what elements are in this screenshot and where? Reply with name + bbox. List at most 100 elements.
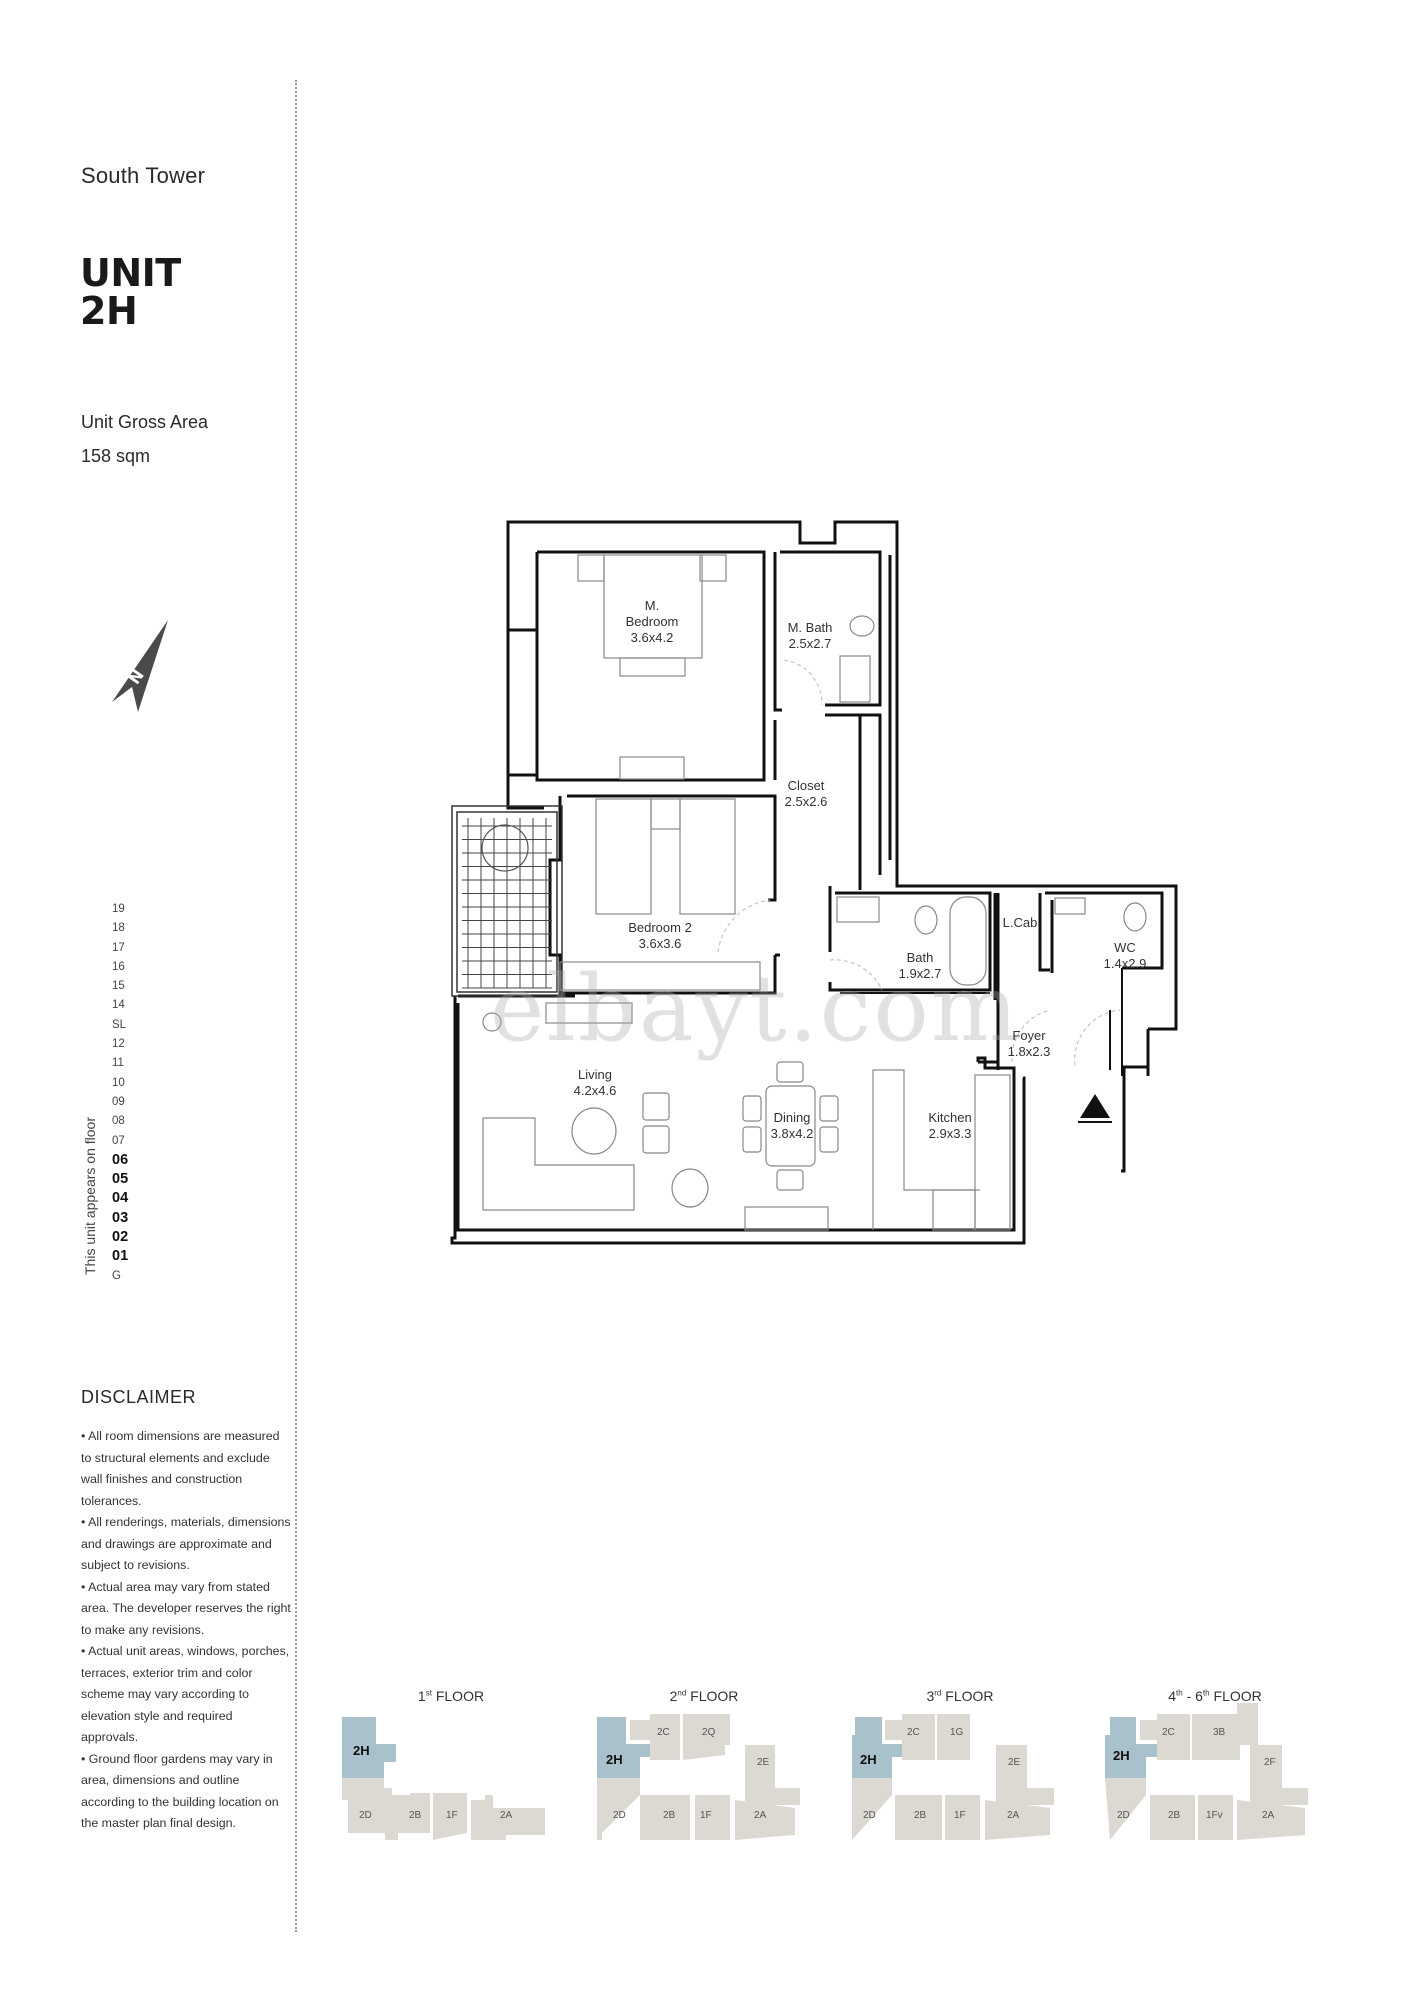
- room-dims: 1.8x2.3: [1007, 1044, 1051, 1059]
- floor-item: G: [112, 1269, 121, 1282]
- floor-ordinal: st: [425, 1688, 432, 1698]
- room-name: Living: [578, 1067, 612, 1082]
- room-name: M.: [644, 598, 660, 613]
- keyplan-4-unit: 3B: [1213, 1727, 1226, 1738]
- disclaimer-item: • All room dimensions are measured to st…: [81, 1429, 280, 1508]
- room-dining: Dining 3.8x4.2: [752, 1110, 832, 1142]
- floor-item: 19: [112, 903, 125, 915]
- keyplan-3: [852, 1714, 1054, 1840]
- room-foyer: Foyer 1.8x2.3: [994, 1028, 1064, 1060]
- entry-arrow-icon: [1080, 1094, 1110, 1118]
- floor-item: 07: [112, 1134, 125, 1147]
- keyplan-1-unit: 1F: [446, 1810, 458, 1821]
- room-dims: 3.6x3.6: [638, 936, 682, 951]
- keyplan-3-unit: 2B: [914, 1810, 927, 1821]
- floor-suffix: FLOOR: [686, 1688, 739, 1704]
- room-closet: Closet 2.5x2.6: [766, 778, 846, 810]
- disclaimer-item: • All renderings, materials, dimensions …: [81, 1515, 291, 1572]
- floor-item: 06: [112, 1151, 129, 1168]
- room-name: Bath: [906, 950, 934, 965]
- room-name: Foyer: [1012, 1028, 1046, 1043]
- keyplan-2-unit: 2D: [613, 1810, 626, 1821]
- room-m-bedroom: M. Bedroom 3.6x4.2: [612, 598, 692, 646]
- keyplan-2-unit: 1F: [700, 1810, 712, 1821]
- keyplan-3-unit: 2A: [1007, 1810, 1020, 1821]
- room-bedroom-2: Bedroom 2 3.6x3.6: [610, 920, 710, 952]
- room-name: Dining: [773, 1110, 811, 1125]
- keyplan-3-unit: 1F: [954, 1810, 966, 1821]
- floor-suffix: FLOOR: [1209, 1688, 1262, 1704]
- floor-number: 3: [926, 1688, 935, 1704]
- room-name: Closet: [787, 778, 825, 793]
- floor-suffix: FLOOR: [941, 1688, 994, 1704]
- unit-title-line2: 2H: [80, 289, 138, 333]
- floor-item: 02: [112, 1229, 129, 1246]
- room-dims: 1.4x2.9: [1103, 956, 1147, 971]
- floor-item: 14: [112, 999, 125, 1012]
- floor-suffix: FLOOR: [431, 1688, 485, 1704]
- floor-item: 15: [112, 980, 125, 993]
- keyplan-2-unit: 2C: [657, 1727, 670, 1738]
- room-name: Bedroom: [625, 614, 679, 629]
- floor-item: 03: [112, 1209, 129, 1226]
- floor-item: 16: [112, 960, 125, 973]
- room-dims: 3.8x4.2: [770, 1126, 814, 1141]
- keyplan-4-unit: 2B: [1168, 1810, 1181, 1821]
- room-dims: 2.5x2.7: [788, 636, 832, 651]
- floor-ordinal: th: [1202, 1688, 1210, 1698]
- disclaimer-body: • All room dimensions are measured to st…: [81, 1426, 291, 1835]
- floor-range: - 6: [1182, 1688, 1203, 1704]
- room-name: L.Cab: [1002, 915, 1038, 930]
- floor-ordinal: rd: [934, 1688, 942, 1698]
- keyplan-3-unit: 1G: [950, 1727, 964, 1738]
- keyplan-2: [597, 1714, 800, 1840]
- tower-name: South Tower: [81, 163, 206, 188]
- keyplan-4-unit: 2H: [1113, 1748, 1130, 1763]
- unit-title-line1: UNIT: [80, 251, 181, 295]
- disclaimer-title: DISCLAIMER: [81, 1387, 197, 1407]
- keyplan-2-unit: 2H: [606, 1752, 623, 1767]
- room-bath: Bath 1.9x2.7: [880, 950, 960, 982]
- keyplan-title-2: 2nd FLOOR: [604, 1688, 804, 1704]
- keyplan-3-unit: 2D: [863, 1810, 876, 1821]
- floor-item: 01: [112, 1248, 129, 1265]
- keyplan-2-unit: 2E: [757, 1757, 770, 1768]
- room-m-bath: M. Bath 2.5x2.7: [770, 620, 850, 652]
- room-dims: 1.9x2.7: [898, 966, 942, 981]
- keyplan-2-unit: 2Q: [702, 1727, 716, 1738]
- room-dims: 2.5x2.6: [784, 794, 828, 809]
- keyplan-3-unit: 2E: [1008, 1757, 1021, 1768]
- floor-number: 2: [669, 1688, 678, 1704]
- room-linen-cabinet: L.Cab: [998, 915, 1042, 931]
- floor-item: 11: [112, 1057, 124, 1070]
- gross-area-value: 158 sqm: [81, 446, 151, 466]
- keyplan-title-1: 1st FLOOR: [351, 1688, 551, 1704]
- keyplan-1-unit: 2A: [500, 1810, 513, 1821]
- floor-item: 10: [112, 1076, 125, 1089]
- column-divider: [295, 80, 297, 1932]
- keyplan-1-unit: 2H: [353, 1743, 370, 1758]
- room-dims: 2.9x3.3: [928, 1126, 972, 1141]
- floor-item: 05: [112, 1171, 129, 1188]
- keyplan-4-unit: 1Fv: [1206, 1810, 1223, 1821]
- room-dims: 3.6x4.2: [630, 630, 674, 645]
- floor-number: 4: [1168, 1688, 1177, 1704]
- room-kitchen: Kitchen 2.9x3.3: [910, 1110, 990, 1142]
- keyplan-title-4: 4th - 6th FLOOR: [1115, 1688, 1315, 1704]
- floor-item: 12: [112, 1038, 125, 1051]
- keyplan-4-unit: 2A: [1262, 1810, 1275, 1821]
- keyplan-1-unit: 2D: [359, 1810, 372, 1821]
- watermark: elbayt.com: [490, 955, 1020, 1062]
- floor-item: 17: [112, 941, 125, 954]
- keyplan-3-unit: 2C: [907, 1727, 920, 1738]
- keyplan-2-unit: 2A: [754, 1810, 767, 1821]
- keyplan-4: [1105, 1703, 1308, 1840]
- room-name: M. Bath: [787, 620, 833, 635]
- floor-ordinal: nd: [677, 1688, 687, 1698]
- disclaimer-item: • Actual unit areas, windows, porches, t…: [81, 1644, 290, 1744]
- room-living: Living 4.2x4.6: [555, 1067, 635, 1099]
- room-wc: WC 1.4x2.9: [1090, 940, 1160, 972]
